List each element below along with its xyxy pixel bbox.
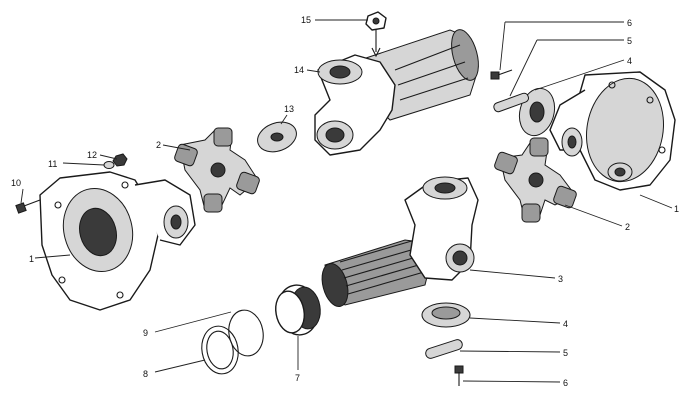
retaining-ring-8: [201, 325, 239, 375]
callout-13: 13: [284, 104, 294, 114]
callout-9: 9: [143, 328, 148, 338]
gasket-13: [257, 121, 297, 153]
callout-10: 10: [11, 178, 21, 188]
callout-2-right: 2: [625, 222, 630, 232]
bolt-6-bottom: [454, 365, 464, 386]
spline-shaft-yoke-3: [321, 176, 479, 307]
callout-1-right: 1: [674, 204, 679, 214]
callout-labels: 1 1 2 2 3 4 4 5 5 6 6 7 8 9 10 11 12 13 …: [11, 15, 679, 388]
gasket-4-bottom: [421, 302, 471, 328]
callout-4-top: 4: [627, 56, 632, 66]
flange-yoke-right: [549, 71, 676, 191]
callout-7: 7: [295, 373, 300, 383]
nut-12: [112, 153, 128, 167]
washer-11: [103, 161, 115, 169]
callout-6-top: 6: [627, 18, 632, 28]
bolt-6-top: [490, 69, 513, 80]
callout-5-top: 5: [627, 36, 632, 46]
flange-yoke-left: [39, 171, 196, 311]
callout-4-bottom: 4: [563, 319, 568, 329]
slip-yoke-14: [314, 29, 479, 156]
callout-15: 15: [301, 15, 311, 25]
callout-14: 14: [294, 65, 304, 75]
leader-lines: [20, 19, 673, 383]
callout-3: 3: [558, 274, 563, 284]
callout-1-left: 1: [29, 254, 34, 264]
retaining-ring-9: [228, 309, 264, 357]
callout-11: 11: [48, 159, 57, 169]
callout-12: 12: [87, 150, 97, 160]
callout-2-left: 2: [156, 140, 161, 150]
bolt-10: [15, 199, 41, 214]
locking-plate-5-top: [493, 92, 529, 113]
callout-8: 8: [143, 369, 148, 379]
callout-5-bottom: 5: [563, 348, 568, 358]
callout-6-bottom: 6: [563, 378, 568, 388]
spider-cross-right: [494, 137, 577, 223]
locking-plate-5-bottom: [425, 339, 463, 359]
grease-fitting-15: [365, 11, 387, 58]
bearing-cup-7: [275, 284, 321, 336]
spider-cross-left: [174, 127, 260, 213]
